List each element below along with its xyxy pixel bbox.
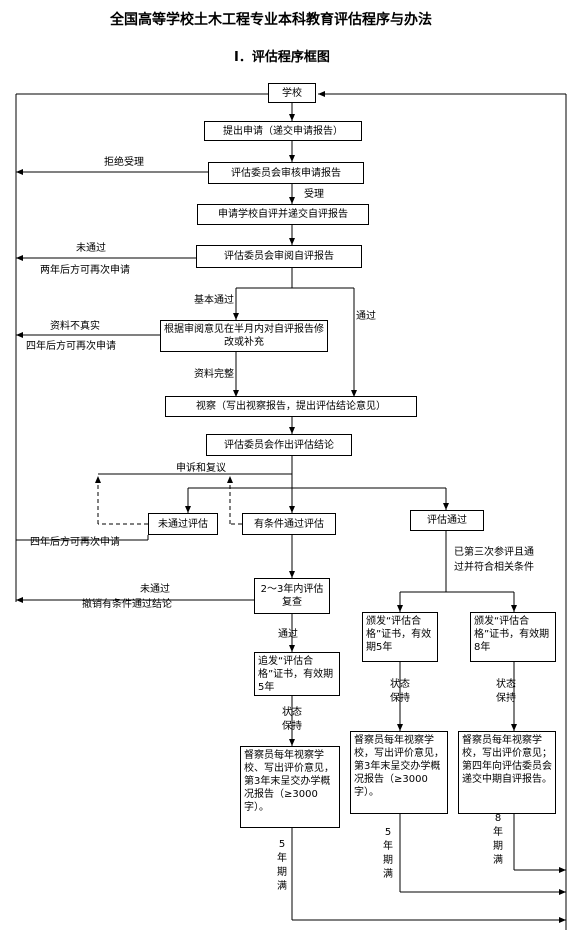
box-inspect: 视察（写出视察报告，提出评估结论意见） xyxy=(165,396,417,417)
label-keep-b: 状态保持 xyxy=(390,679,410,704)
document-title: 全国高等学校土木工程专业本科教育评估程序与办法 xyxy=(110,12,432,28)
label-keep-c: 状态保持 xyxy=(496,679,516,704)
label-appeal: 申诉和复议 xyxy=(176,463,226,474)
label-passed-b: 通过 xyxy=(278,629,298,640)
label-not-passed: 未通过 xyxy=(76,243,106,254)
box-pass: 评估通过 xyxy=(410,510,484,531)
section-subtitle: I．评估程序框图 xyxy=(234,50,330,65)
box-review-self: 评估委员会审阅自评报告 xyxy=(196,245,362,268)
box-conditional: 有条件通过评估 xyxy=(242,513,336,535)
label-reapply-2y: 两年后方可再次申请 xyxy=(40,265,130,276)
label-revoke: 撤销有条件通过结论 xyxy=(82,599,172,610)
label-reapply-4y-b: 四年后方可再次申请 xyxy=(30,537,120,548)
box-recheck: 2～3年内评估复查 xyxy=(254,578,330,614)
label-expire-b: 5年期满 xyxy=(383,827,393,880)
box-supervise-a: 督察员每年视察学校、写出评价意见，第3年末呈交办学概况报告（≥3000字）。 xyxy=(240,746,340,828)
box-school: 学校 xyxy=(268,83,316,103)
box-revise: 根据审阅意见在半月内对自评报告修改或补充 xyxy=(160,320,328,352)
label-complete: 资料完整 xyxy=(194,369,234,380)
box-self-eval: 申请学校自评并递交自评报告 xyxy=(197,204,369,225)
box-fail: 未通过评估 xyxy=(148,513,218,535)
label-passed: 通过 xyxy=(356,311,376,322)
label-reapply-4y: 四年后方可再次申请 xyxy=(26,341,116,352)
label-third-line2: 过并符合相关条件 xyxy=(454,562,534,573)
box-apply: 提出申请（递交申请报告） xyxy=(204,121,362,141)
label-keep-a: 状态保持 xyxy=(282,707,302,732)
box-cert8: 颁发“评估合格”证书，有效期8年 xyxy=(470,612,556,662)
label-reject: 拒绝受理 xyxy=(104,157,144,168)
label-accepted: 受理 xyxy=(304,189,324,200)
label-not-passed-b: 未通过 xyxy=(140,584,170,595)
label-untrue: 资料不真实 xyxy=(50,321,100,332)
box-review-apply: 评估委员会审核申请报告 xyxy=(208,162,364,184)
box-conclusion: 评估委员会作出评估结论 xyxy=(206,434,352,456)
label-expire-c: 8年期满 xyxy=(493,813,503,866)
label-third-line1: 已第三次参评且通 xyxy=(454,547,534,558)
label-expire-a: 5年期满 xyxy=(277,839,287,892)
label-basic-pass: 基本通过 xyxy=(194,295,234,306)
box-supervise-c: 督察员每年视察学校，写出评价意见；第四年向评估委员会递交中期自评报告。 xyxy=(458,731,556,814)
box-cert5: 颁发“评估合格”证书，有效期5年 xyxy=(362,612,438,662)
box-cert5-conditional: 追发“评估合格”证书，有效期5年 xyxy=(254,652,340,696)
box-supervise-b: 督察员每年视察学校，写出评价意见，第3年末呈交办学概况报告（≥3000字）。 xyxy=(350,731,448,814)
